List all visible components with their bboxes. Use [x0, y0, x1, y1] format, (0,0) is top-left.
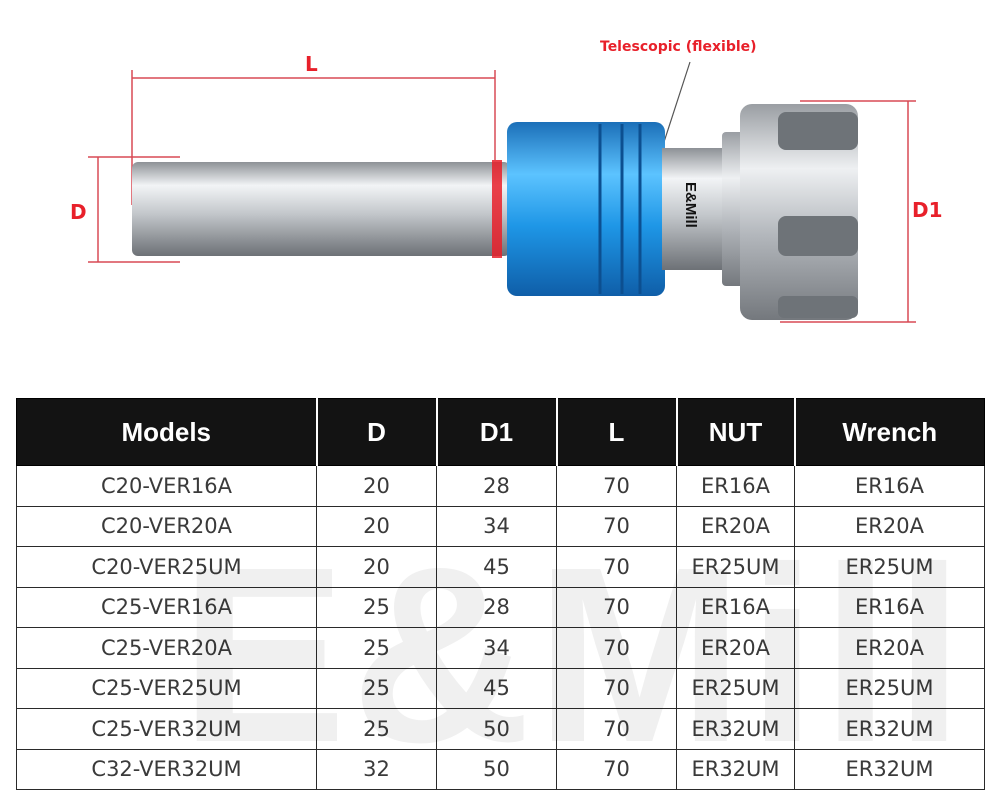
table-cell: 34	[436, 627, 557, 669]
table-cell: 32	[316, 748, 437, 790]
table-cell: 70	[556, 708, 677, 750]
er-collet-nut	[740, 104, 858, 320]
table-cell: ER20A	[676, 627, 795, 669]
tool-holder-figure: E&Mill L D D1 Telescopic (flexible)	[0, 0, 1000, 340]
table-cell: 25	[316, 708, 437, 750]
table-cell: ER32UM	[676, 708, 795, 750]
table-cell: 20	[316, 465, 437, 507]
column-header-d1: D1	[436, 398, 558, 466]
table-cell: 34	[436, 505, 557, 547]
table-cell: 28	[436, 465, 557, 507]
table-cell: C25-VER20A	[16, 627, 317, 669]
table-cell: ER16A	[676, 465, 795, 507]
dimension-label-d: D	[70, 200, 87, 224]
table-cell: 25	[316, 627, 437, 669]
dimension-label-d1: D1	[912, 198, 943, 222]
column-header-d: D	[316, 398, 438, 466]
table-cell: ER20A	[794, 627, 985, 669]
table-cell: C20-VER20A	[16, 505, 317, 547]
table-header-row: Models D D1 L NUT Wrench	[16, 398, 985, 466]
table-cell: ER32UM	[794, 748, 985, 790]
table-cell: C25-VER32UM	[16, 708, 317, 750]
table-cell: 70	[556, 627, 677, 669]
table-cell: 25	[316, 586, 437, 628]
table-cell: ER20A	[794, 505, 985, 547]
table-cell: 70	[556, 586, 677, 628]
table-cell: 20	[316, 505, 437, 547]
column-header-l: L	[556, 398, 678, 466]
table-cell: 45	[436, 546, 557, 588]
table-cell: 50	[436, 708, 557, 750]
table-cell: ER20A	[676, 505, 795, 547]
neck	[662, 148, 728, 270]
dimension-label-l: L	[305, 52, 318, 76]
table-cell: C32-VER32UM	[16, 748, 317, 790]
table-cell: ER32UM	[794, 708, 985, 750]
table-cell: ER16A	[676, 586, 795, 628]
column-header-nut: NUT	[676, 398, 796, 466]
table-cell: ER25UM	[676, 546, 795, 588]
table-cell: C25-VER16A	[16, 586, 317, 628]
table-cell: C20-VER16A	[16, 465, 317, 507]
table-cell: ER25UM	[794, 546, 985, 588]
telescopic-sleeve	[507, 122, 665, 296]
table-cell: ER16A	[794, 586, 985, 628]
table-cell: ER25UM	[676, 667, 795, 709]
table-cell: 25	[316, 667, 437, 709]
table-cell: 20	[316, 546, 437, 588]
table-cell: ER32UM	[676, 748, 795, 790]
table-cell: ER25UM	[794, 667, 985, 709]
table-cell: 70	[556, 546, 677, 588]
table-cell: C20-VER25UM	[16, 546, 317, 588]
table-cell: 28	[436, 586, 557, 628]
table-cell: 70	[556, 748, 677, 790]
table-cell: 70	[556, 505, 677, 547]
tool-holder-illustration: E&Mill	[88, 61, 916, 323]
shank	[132, 162, 510, 256]
table-cell: 50	[436, 748, 557, 790]
table-cell: C25-VER25UM	[16, 667, 317, 709]
table-cell: 45	[436, 667, 557, 709]
table-cell: 70	[556, 465, 677, 507]
dimension-lines	[88, 70, 916, 323]
table-cell: ER16A	[794, 465, 985, 507]
column-header-models: Models	[16, 398, 318, 466]
table-cell: 70	[556, 667, 677, 709]
column-header-wrench: Wrench	[794, 398, 985, 466]
body-logo: E&Mill	[682, 182, 699, 228]
telescopic-label: Telescopic (flexible)	[600, 39, 757, 55]
